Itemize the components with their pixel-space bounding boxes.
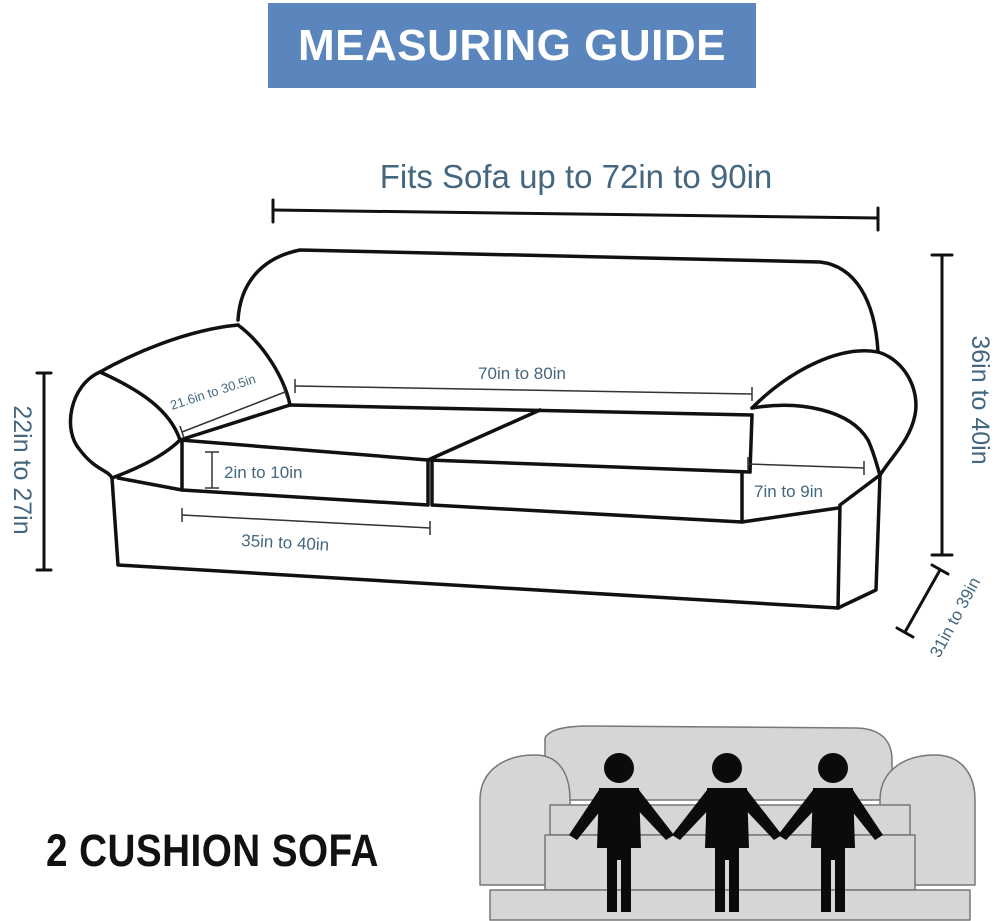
inner-dimension-lines	[179, 379, 865, 535]
seat-depth-label: 31in to 39in	[926, 574, 984, 661]
banner-title: MEASURING GUIDE	[298, 20, 726, 70]
arm-width-label: 7in to 9in	[754, 482, 823, 501]
arm-height-label: 22in to 27in	[8, 405, 36, 534]
back-width-label: 70in to 80in	[478, 364, 566, 383]
dimension-lines	[35, 198, 954, 639]
back-height-label: 36in to 40in	[966, 335, 994, 464]
person-icon	[672, 753, 782, 912]
cushion-type-label: 2 CUSHION SOFA	[46, 825, 379, 876]
cushion-width-label: 35in to 40in	[241, 531, 330, 555]
title-banner: MEASURING GUIDE	[268, 3, 756, 88]
arm-depth-label: 21.6in to 30.5in	[168, 371, 257, 413]
sofa-outline-icon	[68, 248, 918, 610]
sofa-illustration	[479, 725, 976, 921]
person-icon	[569, 753, 674, 912]
people-group	[569, 753, 883, 912]
person-icon	[778, 753, 883, 912]
overall-width-label: Fits Sofa up to 72in to 90in	[380, 158, 773, 195]
cushion-thickness-label: 2in to 10in	[224, 463, 302, 482]
